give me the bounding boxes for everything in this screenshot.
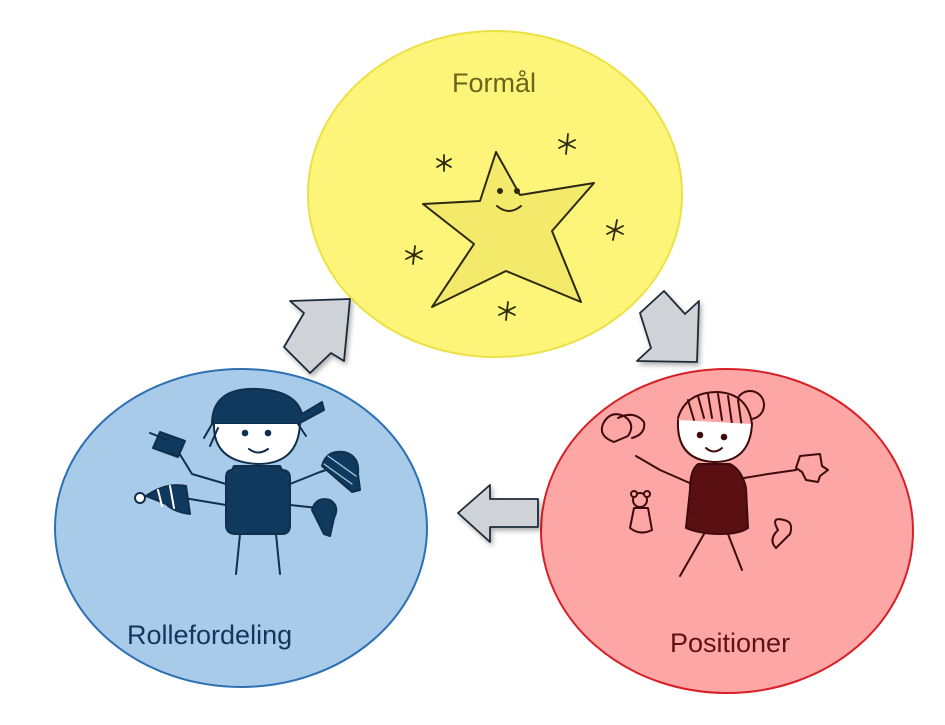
sparkles-icon (405, 133, 624, 321)
girl-with-toys-icon (600, 390, 829, 577)
arrow-positioner-to-rollefordeling (457, 484, 539, 543)
positioner-label: Positioner (670, 628, 791, 658)
rollefordeling-label: Rollefordeling (127, 620, 293, 650)
arrow-formal-to-positioner (636, 290, 700, 363)
child-with-hats-icon (134, 387, 361, 575)
arrow-rollefordeling-to-formal (283, 298, 351, 374)
formal-label: Formål (452, 68, 537, 98)
smiling-star-icon (422, 151, 595, 308)
